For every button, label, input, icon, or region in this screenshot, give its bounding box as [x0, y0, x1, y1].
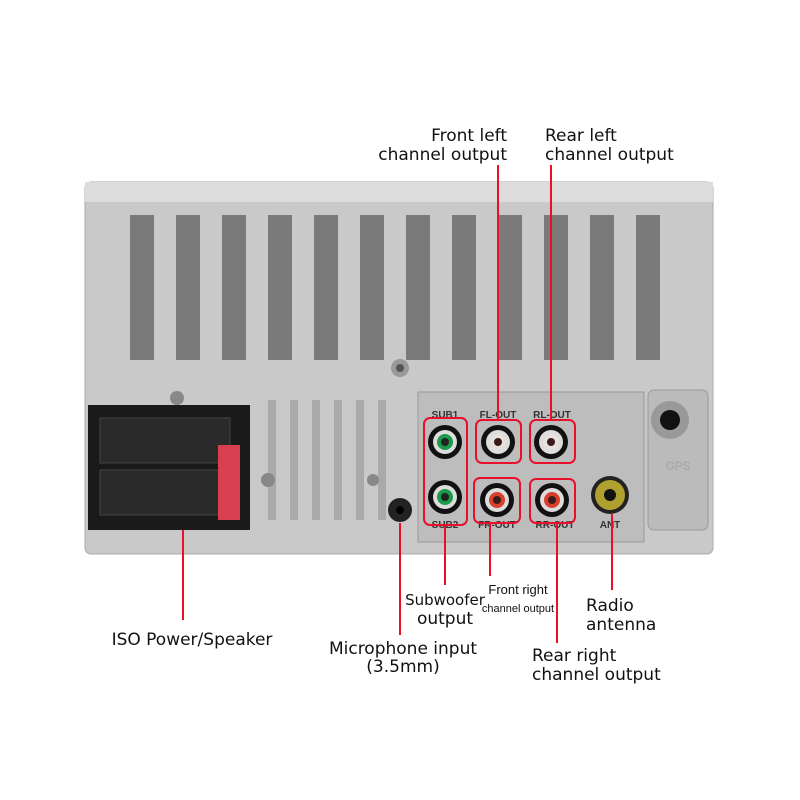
sub2-jack — [428, 480, 462, 514]
rear-left-label-2: channel output — [545, 145, 674, 165]
radio-label-1: Radio — [586, 596, 634, 616]
rl-out-jack — [534, 425, 568, 459]
rr-out-label: RR-OUT — [536, 520, 575, 531]
gps-label: GPS — [665, 459, 690, 473]
ant-jack — [591, 476, 629, 514]
cooling-fins — [130, 215, 660, 360]
front-right-label-2: channel output — [482, 603, 554, 615]
rear-left-label-1: Rear left — [545, 126, 617, 146]
fr-out-label: FR-OUT — [478, 520, 516, 531]
front-right-label-1: Front right — [488, 582, 548, 597]
mic-label-1: Microphone input — [329, 639, 477, 659]
gps-port — [651, 401, 689, 439]
sub1-jack — [428, 425, 462, 459]
rear-right-label-2: channel output — [532, 665, 661, 685]
callouts — [182, 165, 613, 643]
vent-slots — [268, 400, 386, 520]
subwoofer-label-1: Subwoofer — [405, 591, 486, 609]
fr-out-jack — [480, 483, 514, 517]
fl-out-jack — [481, 425, 515, 459]
radio-label-2: antenna — [586, 615, 656, 635]
rca-jacks: SUB1 SUB2 FL-OUT RL-OUT FR-OUT RR-OUT AN… — [428, 401, 691, 531]
iso-label: ISO Power/Speaker — [112, 630, 273, 650]
sub1-label: SUB1 — [432, 410, 459, 421]
front-left-label-2: channel output — [378, 145, 507, 165]
front-left-label-1: Front left — [431, 126, 507, 146]
rr-out-jack — [535, 483, 569, 517]
rear-right-label-1: Rear right — [532, 646, 617, 666]
iso-connector — [88, 391, 275, 530]
ant-label: ANT — [600, 520, 621, 531]
mic-label-2: (3.5mm) — [366, 657, 439, 677]
subwoofer-label-2: output — [417, 609, 473, 629]
microphone-jack — [388, 498, 412, 522]
